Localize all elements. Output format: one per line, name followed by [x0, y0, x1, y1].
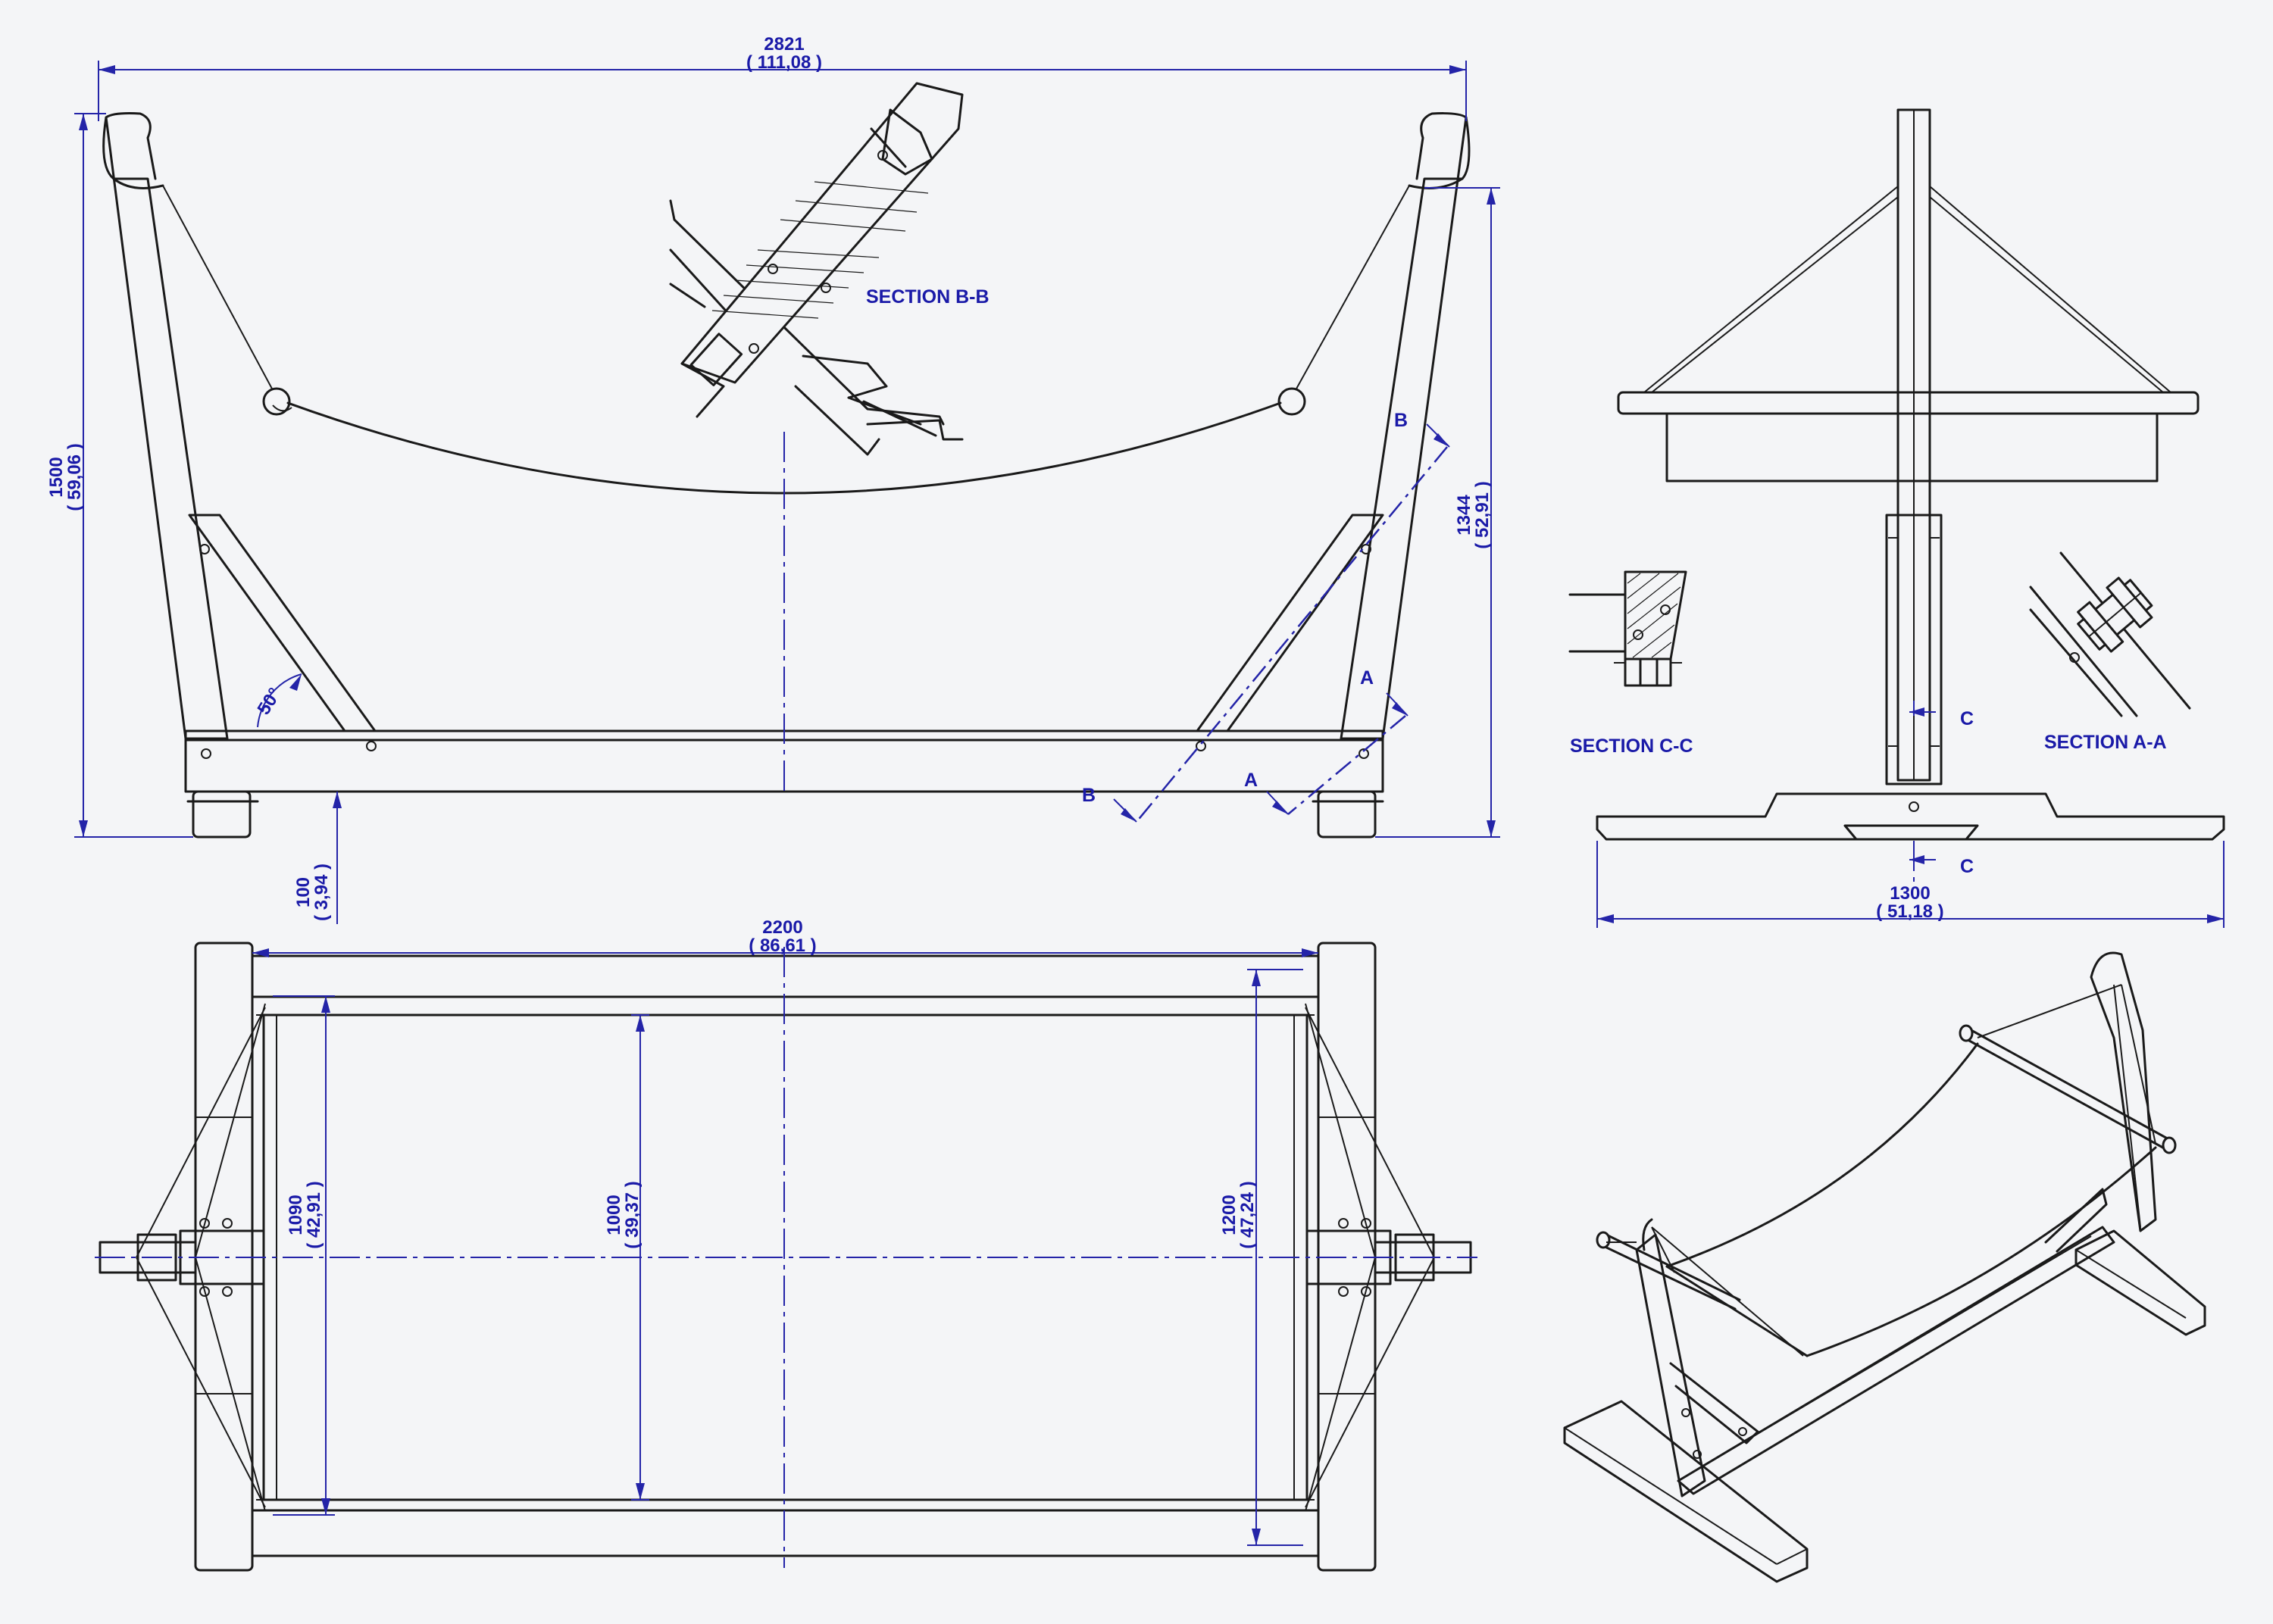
fabric-width-inner-in: ( 42,91 ) — [304, 1181, 324, 1248]
section-cc-label: SECTION C-C — [1570, 735, 1693, 757]
foot-height-mm: 100 — [293, 877, 314, 907]
marker-a-bottom: A — [1244, 770, 1258, 791]
front-view — [102, 112, 1471, 839]
marker-c-bottom: C — [1960, 856, 1974, 877]
section-aa-label: SECTION A-A — [2044, 732, 2167, 753]
section-markers-front: B B A A — [1082, 410, 1450, 823]
section-cc-detail: SECTION C-C — [1568, 570, 1693, 757]
overall-width-mm: 2821 — [764, 34, 804, 55]
isometric-view — [1563, 951, 2206, 1583]
bar-length-in: ( 47,24 ) — [1237, 1181, 1258, 1248]
top-view — [95, 942, 1477, 1572]
fabric-width-mm: 1000 — [604, 1195, 624, 1235]
post-height-mm: 1344 — [1454, 495, 1474, 536]
marker-b-top: B — [1394, 410, 1408, 431]
overall-height-in: ( 59,06 ) — [64, 443, 85, 511]
section-bb-label: SECTION B-B — [866, 286, 990, 308]
side-dimensions: 1300 ( 51,18 ) C C — [1596, 701, 2225, 928]
marker-c-top: C — [1960, 708, 1974, 729]
fabric-width-in: ( 39,37 ) — [622, 1181, 643, 1248]
base-width-in: ( 51,18 ) — [1876, 901, 1943, 922]
overall-height-mm: 1500 — [46, 457, 67, 497]
bar-spacing-in: ( 86,61 ) — [749, 935, 816, 956]
top-dimensions: 2200 ( 86,61 ) 1090 ( 42,91 ) 1000 ( 39,… — [252, 917, 1318, 1546]
front-dimensions: 2821 ( 111,08 ) 1500 ( 59,06 ) 1344 ( 52… — [46, 34, 1500, 924]
marker-a-top: A — [1360, 667, 1374, 689]
marker-b-bottom: B — [1082, 785, 1096, 806]
section-bb-detail: SECTION B-B — [669, 82, 990, 456]
foot-height-in: ( 3,94 ) — [311, 864, 332, 921]
bar-spacing-mm: 2200 — [762, 917, 802, 938]
fabric-width-inner-mm: 1090 — [286, 1195, 306, 1235]
post-height-in: ( 52,91 ) — [1472, 481, 1493, 548]
base-width-mm: 1300 — [1890, 883, 1930, 904]
side-view — [1596, 108, 2225, 886]
brace-angle: 50° — [254, 684, 286, 718]
section-aa-detail: SECTION A-A — [2029, 551, 2191, 753]
overall-width-in: ( 111,08 ) — [746, 52, 822, 73]
bar-length-mm: 1200 — [1219, 1195, 1240, 1235]
